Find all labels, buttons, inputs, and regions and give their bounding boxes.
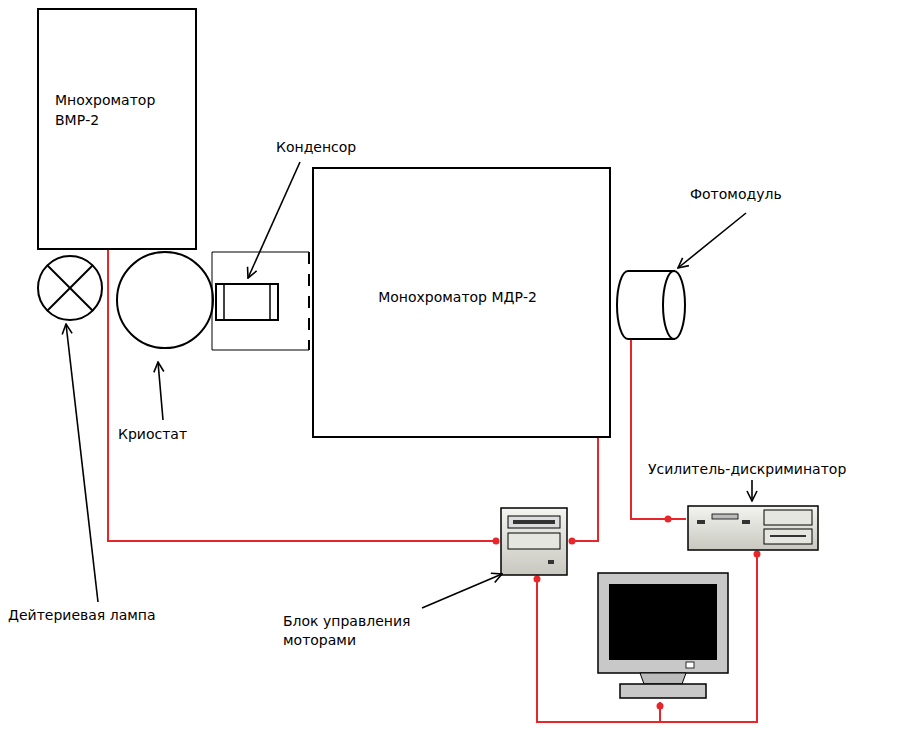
condenser-lens (216, 284, 278, 320)
amplifier-icon (688, 506, 818, 550)
callout-label: Конденсор (276, 138, 356, 157)
box-title: Мнохроматор ВМР-2 (55, 90, 165, 130)
callout-label: Усилитель-дискриминатор (648, 460, 846, 479)
monochromator-box: Монохроматор МДР-2 (312, 167, 611, 438)
monitor-icon (598, 573, 728, 698)
callout-label: Криостат (118, 425, 187, 444)
callout-label: Фотомодуль (690, 185, 782, 204)
photomodule-symbol (617, 271, 685, 339)
cryostat-symbol (117, 252, 213, 348)
condenser-housing (212, 252, 309, 350)
box-title: Монохроматор МДР-2 (314, 287, 601, 307)
callout-label: Блок управления моторами (283, 612, 418, 650)
lamp-symbol (38, 256, 102, 320)
motor-control-icon (501, 508, 567, 575)
callout-label: Дейтериевая лампа (8, 606, 156, 625)
monochromator-box: Мнохроматор ВМР-2 (37, 8, 197, 250)
